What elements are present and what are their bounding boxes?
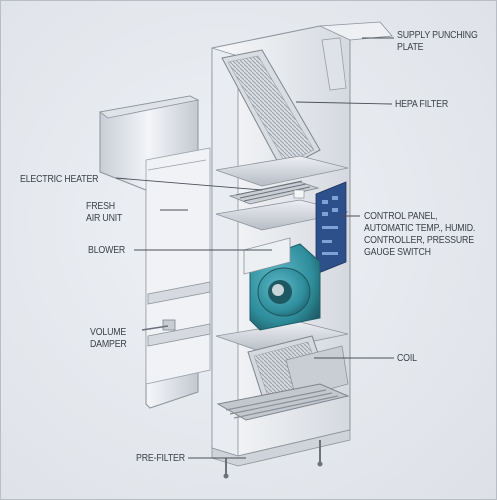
label-blower: BLOWER [88, 245, 126, 256]
label-electric-heater: ELECTRIC HEATER [20, 174, 99, 185]
label-fresh-air-unit-line-2: AIR UNIT [86, 213, 123, 224]
label-volume-damper-line-2: DAMPER [90, 339, 127, 350]
electric-heater [228, 180, 320, 205]
fresh-air-unit [99, 95, 211, 409]
control-panel [315, 181, 347, 275]
pre-filter [211, 383, 351, 479]
label-fresh-air-unit: FRESH AIR UNIT [86, 201, 122, 225]
label-supply-punching-plate-line-2: PLATE [397, 42, 424, 53]
label-coil: COIL [397, 353, 417, 364]
label-control-panel-line-3: CONTROLLER, PRESSURE [364, 235, 474, 246]
label-control-panel-line-1: CONTROL PANEL, [364, 211, 438, 222]
label-fresh-air-unit-line-1: FRESH [86, 201, 115, 212]
label-control-panel: CONTROL PANEL, AUTOMATIC TEMP., HUMID. C… [364, 211, 475, 259]
label-volume-damper-line-1: VOLUME [90, 327, 127, 338]
leader-electric-heater [115, 177, 263, 191]
label-control-panel-line-4: GAUGE SWITCH [364, 247, 431, 258]
label-control-panel-line-2: AUTOMATIC TEMP., HUMID. [364, 223, 476, 234]
leader-hepa-filter [295, 101, 393, 105]
blower [243, 237, 321, 331]
label-supply-punching-plate: SUPPLY PUNCHING PLATE [397, 30, 478, 54]
label-hepa-filter: HEPA FILTER [395, 99, 449, 110]
hepa-filter [221, 49, 321, 171]
label-volume-damper: VOLUME DAMPER [90, 327, 127, 351]
label-supply-punching-plate-line-1: SUPPLY PUNCHING [397, 30, 478, 41]
leader-lines [115, 37, 394, 459]
label-pre-filter: PRE-FILTER [136, 453, 185, 464]
compartment-shelves [215, 155, 349, 353]
